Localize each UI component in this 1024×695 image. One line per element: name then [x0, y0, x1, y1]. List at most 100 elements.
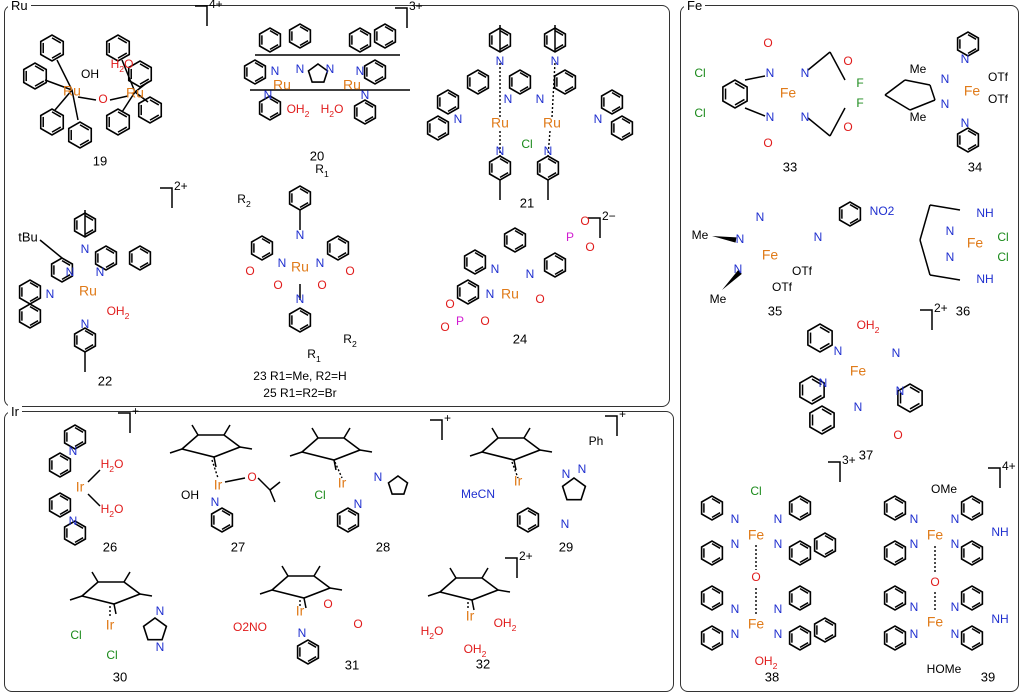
nitrogen-atom: N: [374, 470, 383, 484]
nitrogen-atom: N: [731, 602, 740, 616]
metal-atom: Fe: [762, 247, 779, 263]
bond: [343, 427, 351, 439]
double-bond: [51, 37, 62, 44]
aromatic-ring: [897, 383, 923, 413]
panel-fe-title: Fe: [684, 0, 706, 13]
aromatic-ring: [210, 507, 234, 533]
bond: [139, 593, 153, 597]
bond: [469, 451, 483, 457]
bond: [744, 107, 766, 117]
bond: [333, 459, 337, 471]
bond: [449, 567, 457, 579]
double-bond: [554, 254, 564, 261]
compound-number: 21: [520, 195, 534, 210]
aromatic-ring: [363, 59, 387, 85]
oxygen-atom: O: [317, 278, 326, 292]
bond: [109, 95, 129, 101]
aromatic-ring: [48, 452, 72, 478]
nitrogen-atom: N: [731, 512, 740, 526]
double-bond: [105, 247, 115, 254]
aromatic-ring: [463, 249, 487, 275]
nitrogen-atom: N: [156, 640, 165, 654]
bond: [289, 451, 303, 457]
double-bond: [894, 512, 904, 519]
aromatic-ring: [466, 69, 490, 95]
nitrogen-atom: N: [910, 512, 919, 526]
oxygen-atom: O: [353, 617, 362, 631]
aqua-ligand: OH2: [107, 304, 130, 321]
charge-bracket: [395, 7, 408, 28]
nitrogen-atom: N: [496, 54, 505, 68]
double-bond: [819, 326, 830, 334]
phosphorus-atom: P: [456, 314, 464, 328]
compound-number: 32: [476, 656, 490, 671]
chloro-ligand: Cl: [521, 137, 532, 151]
panel-ru-title: Ru: [8, 0, 31, 13]
aromatic-ring: [243, 59, 267, 85]
charge-label: 3+: [409, 0, 423, 13]
metal-atom: Ir: [514, 473, 523, 489]
dative-bond: [547, 130, 551, 157]
double-bond: [74, 441, 84, 448]
double-bond: [34, 80, 45, 87]
fluoro-substituent: F: [856, 96, 863, 110]
nitrogen-atom: N: [562, 467, 571, 481]
nitrogen-atom: N: [66, 265, 75, 279]
bond: [121, 59, 136, 93]
metal-atom: Ru: [501, 286, 519, 302]
aromatic-ring: [258, 95, 282, 121]
aromatic-ring: [73, 327, 97, 353]
metal-atom: Fe: [748, 527, 765, 543]
charge-bracket: [988, 467, 1001, 488]
triflate-ligand: OTf: [988, 70, 1009, 84]
oxygen-atom: O: [893, 428, 902, 442]
double-bond: [799, 627, 809, 634]
aromatic-ring: [456, 279, 480, 305]
double-bond: [34, 65, 45, 72]
bond: [223, 424, 231, 436]
double-bond: [299, 40, 309, 47]
nitrogen-atom: N: [961, 52, 970, 66]
double-bond: [971, 542, 981, 549]
double-bond: [299, 324, 309, 331]
aqua-ligand: OH2: [494, 616, 517, 633]
pyridine-ring: [39, 108, 65, 136]
pyridine-ring: [105, 108, 131, 136]
cp-star-ring: [480, 437, 542, 461]
double-bond: [84, 214, 94, 221]
bond: [807, 117, 831, 137]
compound-number: 39: [981, 669, 995, 684]
methyl-label: Me: [710, 292, 727, 306]
chloro-ligand: Cl: [106, 648, 117, 662]
aromatic-ring: [353, 99, 377, 125]
charge-label: +: [444, 411, 451, 425]
charge-bracket: [160, 187, 173, 208]
metal-atom: Ir: [338, 475, 347, 491]
chloro-ligand: Cl: [997, 230, 1008, 244]
compound-number: 31: [345, 657, 359, 672]
nitrogen-atom: N: [81, 317, 90, 331]
aromatic-ring: [956, 31, 980, 57]
oxygen-atom: O: [535, 292, 544, 306]
aromatic-ring: [600, 89, 624, 115]
double-bond: [799, 602, 809, 609]
aqua-ligand: H2O: [101, 502, 124, 519]
methyl-label: Me: [910, 110, 927, 124]
aromatic-ring: [250, 235, 274, 261]
aromatic-ring: [813, 617, 837, 643]
charge-bracket: [605, 415, 618, 436]
double-bond: [971, 512, 981, 519]
hydroxo-ligand: OH: [181, 488, 199, 502]
dative-bond: [551, 61, 556, 118]
aromatic-ring: [883, 585, 907, 611]
double-bond: [51, 126, 62, 133]
charge-bracket: [920, 309, 933, 330]
compound-number: 34: [968, 159, 982, 174]
charge-label: +: [132, 404, 139, 418]
aromatic-ring: [838, 201, 862, 227]
aromatic-ring: [488, 155, 512, 181]
bond: [259, 589, 273, 595]
double-bond: [84, 229, 94, 236]
aqua-ligand: OH2: [464, 642, 487, 659]
